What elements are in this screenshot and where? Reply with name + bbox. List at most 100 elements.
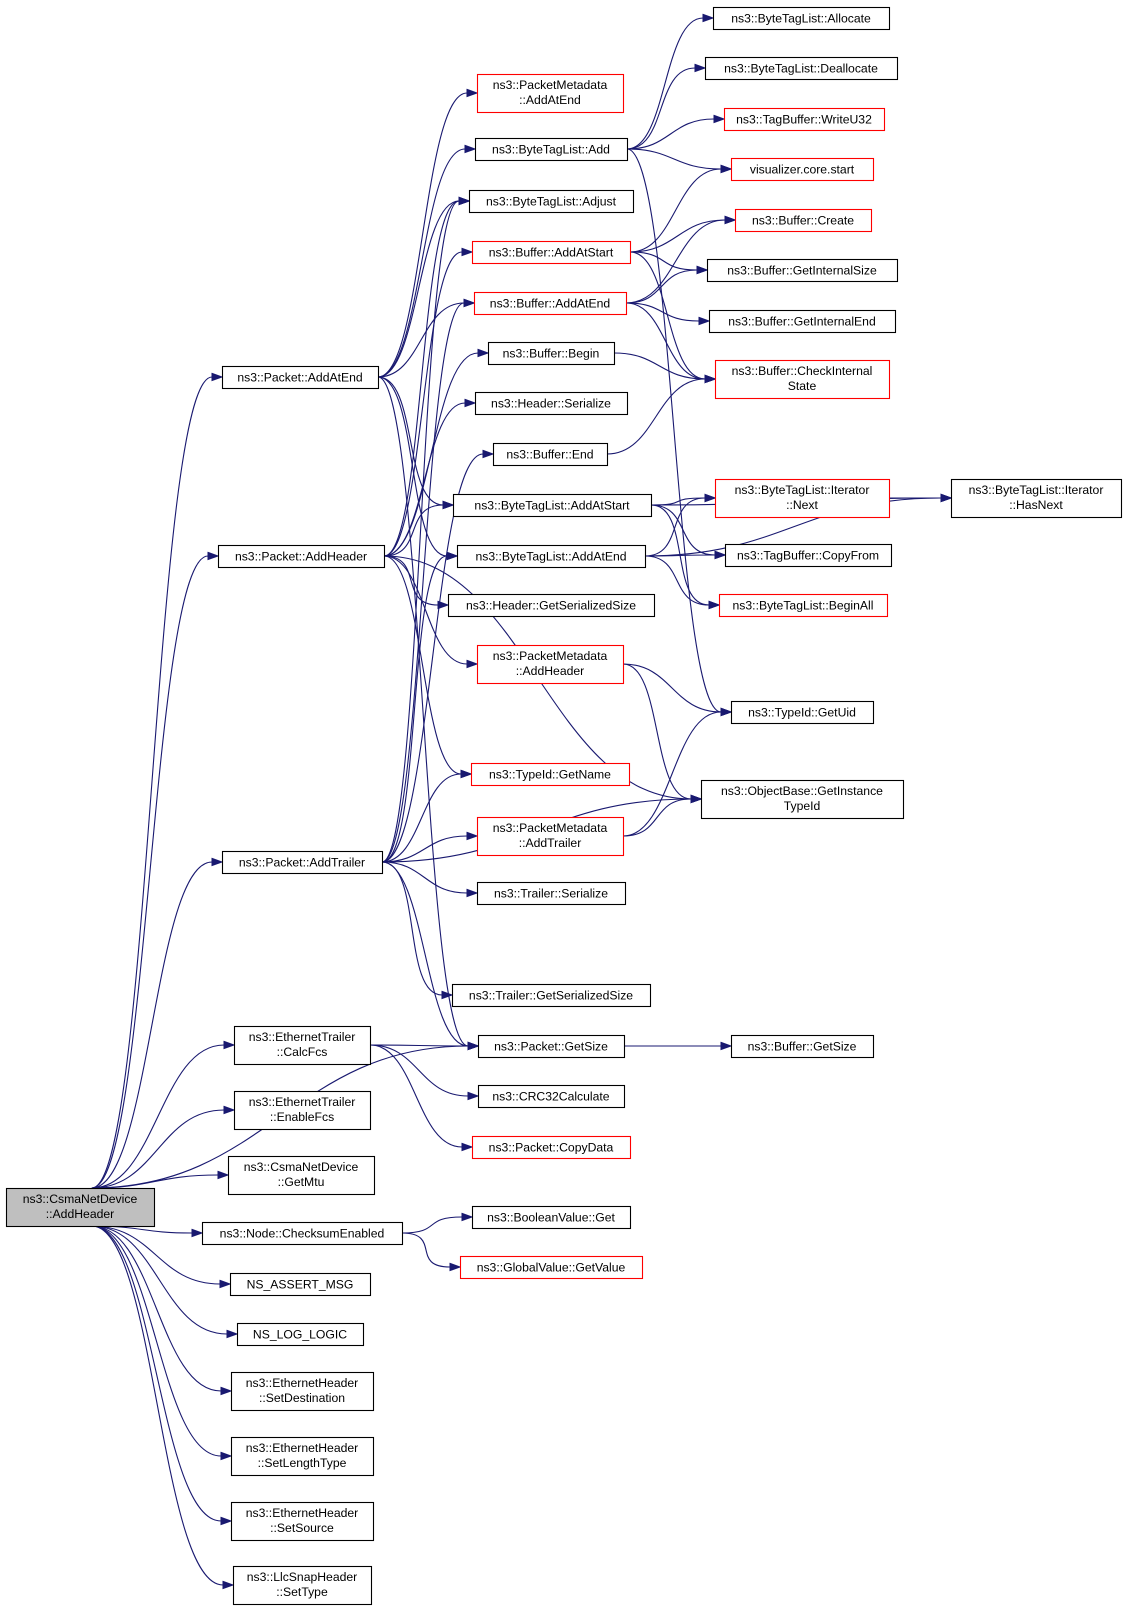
node-ethh-setlen[interactable]: ns3::EthernetHeader::SetLengthType xyxy=(230,1436,375,1477)
node-root[interactable]: ns3::CsmaNetDevice::AddHeader xyxy=(5,1187,156,1228)
node-label: ns3::TagBuffer::WriteU32 xyxy=(736,113,872,127)
node-btli-hasnext[interactable]: ns3::ByteTagList::Iterator::HasNext xyxy=(950,478,1123,519)
call-edge xyxy=(369,1044,474,1152)
node-label: ns3::ByteTagList::Adjust xyxy=(486,195,617,209)
node-label: ::CalcFcs xyxy=(277,1045,328,1059)
node-pm-addheader[interactable]: ns3::PacketMetadata::AddHeader xyxy=(476,644,625,685)
node-label: visualizer.core.start xyxy=(750,163,855,177)
node-tb-writeu32[interactable]: ns3::TagBuffer::WriteU32 xyxy=(723,107,886,132)
call-edge xyxy=(377,88,479,378)
node-bool-get[interactable]: ns3::BooleanValue::Get xyxy=(471,1205,632,1230)
node-buf-addatstart[interactable]: ns3::Buffer::AddAtStart xyxy=(471,240,632,265)
node-pm-addtrailer[interactable]: ns3::PacketMetadata::AddTrailer xyxy=(476,816,625,857)
node-gv-getvalue[interactable]: ns3::GlobalValue::GetValue xyxy=(459,1255,644,1280)
node-label: ns3::GlobalValue::GetValue xyxy=(477,1261,626,1275)
node-csma-getmtu[interactable]: ns3::CsmaNetDevice::GetMtu xyxy=(227,1155,376,1196)
node-hdr-serialize[interactable]: ns3::Header::Serialize xyxy=(474,391,629,416)
node-buf-addatend[interactable]: ns3::Buffer::AddAtEnd xyxy=(473,291,628,316)
call-edge xyxy=(381,831,479,863)
node-label: ns3::Buffer::Begin xyxy=(503,347,600,361)
node-label: ns3::Trailer::GetSerializedSize xyxy=(469,989,633,1003)
node-btl-addatstart[interactable]: ns3::ByteTagList::AddAtStart xyxy=(452,493,653,518)
node-node-checksum[interactable]: ns3::Node::ChecksumEnabled xyxy=(201,1221,404,1246)
node-pkt-copydata[interactable]: ns3::Packet::CopyData xyxy=(471,1135,632,1160)
node-ethh-setdest[interactable]: ns3::EthernetHeader::SetDestination xyxy=(230,1371,375,1412)
node-buf-end[interactable]: ns3::Buffer::End xyxy=(492,442,609,467)
node-label: NS_LOG_LOGIC xyxy=(253,1328,347,1342)
call-edge xyxy=(381,861,479,898)
node-typeid-getuid[interactable]: ns3::TypeId::GetUid xyxy=(730,700,875,725)
node-btl-deallocate[interactable]: ns3::ByteTagList::Deallocate xyxy=(704,56,899,81)
call-edge xyxy=(889,493,953,503)
node-btl-allocate[interactable]: ns3::ByteTagList::Allocate xyxy=(712,6,891,31)
call-edge xyxy=(381,861,454,1000)
call-edge xyxy=(626,114,726,150)
node-label: ::AddHeader xyxy=(516,664,584,678)
node-label: ns3::PacketMetadata xyxy=(493,821,608,835)
node-label: NS_ASSERT_MSG xyxy=(247,1278,354,1292)
node-buf-getintsize[interactable]: ns3::Buffer::GetInternalSize xyxy=(706,258,899,283)
node-label: ns3::EthernetHeader xyxy=(246,1441,358,1455)
node-trl-getsersize[interactable]: ns3::Trailer::GetSerializedSize xyxy=(451,983,652,1008)
call-edge xyxy=(381,298,476,863)
node-ns-assert[interactable]: NS_ASSERT_MSG xyxy=(229,1272,372,1297)
node-ns-log[interactable]: NS_LOG_LOGIC xyxy=(236,1322,365,1347)
node-tb-copyfrom[interactable]: ns3::TagBuffer::CopyFrom xyxy=(724,543,893,568)
node-llc-settype[interactable]: ns3::LlcSnapHeader::SetType xyxy=(232,1565,373,1606)
node-btl-adjust[interactable]: ns3::ByteTagList::Adjust xyxy=(468,189,635,214)
node-label: ns3::LlcSnapHeader xyxy=(247,1570,357,1584)
node-vis-start[interactable]: visualizer.core.start xyxy=(730,157,875,182)
node-pm-addatend[interactable]: ns3::PacketMetadata::AddAtEnd xyxy=(476,73,625,114)
node-label: ns3::TypeId::GetName xyxy=(489,768,611,782)
node-btl-addatend[interactable]: ns3::ByteTagList::AddAtEnd xyxy=(456,544,647,569)
call-edges xyxy=(91,13,953,1590)
call-edge xyxy=(644,555,721,610)
node-label: ns3::TagBuffer::CopyFrom xyxy=(737,549,879,563)
node-label: ns3::Header::GetSerializedSize xyxy=(466,599,636,613)
node-buf-getsize[interactable]: ns3::Buffer::GetSize xyxy=(730,1034,875,1059)
node-ethh-setsrc[interactable]: ns3::EthernetHeader::SetSource xyxy=(230,1501,375,1542)
node-label: TypeId xyxy=(784,799,821,813)
node-btli-next[interactable]: ns3::ByteTagList::Iterator::Next xyxy=(714,478,891,519)
node-label: ns3::BooleanValue::Get xyxy=(487,1211,615,1225)
node-pkt-addheader[interactable]: ns3::Packet::AddHeader xyxy=(217,544,386,569)
call-edge xyxy=(91,1225,233,1461)
node-eth-enablefcs[interactable]: ns3::EthernetTrailer::EnableFcs xyxy=(233,1090,372,1131)
node-label: ::Next xyxy=(786,498,818,512)
node-pkt-getsize[interactable]: ns3::Packet::GetSize xyxy=(477,1034,626,1059)
node-buf-begin[interactable]: ns3::Buffer::Begin xyxy=(487,341,616,366)
call-edge xyxy=(91,857,224,1189)
node-label: ns3::Header::Serialize xyxy=(491,397,611,411)
node-label: ns3::Buffer::GetInternalEnd xyxy=(728,315,875,329)
call-edge xyxy=(91,1040,236,1189)
call-edge xyxy=(625,302,717,384)
node-label: ns3::ByteTagList::Deallocate xyxy=(724,62,878,76)
node-label: ns3::CsmaNetDevice xyxy=(244,1160,359,1174)
call-edge xyxy=(383,500,455,557)
node-btl-beginall[interactable]: ns3::ByteTagList::BeginAll xyxy=(718,593,889,618)
node-label: ns3::EthernetHeader xyxy=(246,1506,358,1520)
node-btl-add[interactable]: ns3::ByteTagList::Add xyxy=(474,137,629,162)
node-hdr-getsersize[interactable]: ns3::Header::GetSerializedSize xyxy=(447,593,656,618)
call-edge xyxy=(383,555,473,779)
node-typeid-getname[interactable]: ns3::TypeId::GetName xyxy=(470,762,631,787)
call-edge xyxy=(91,551,220,1189)
node-buf-create[interactable]: ns3::Buffer::Create xyxy=(734,208,873,233)
call-edge xyxy=(626,13,715,150)
node-label: ns3::ByteTagList::Iterator xyxy=(969,483,1104,497)
node-label: ns3::EthernetTrailer xyxy=(249,1030,356,1044)
call-edge xyxy=(381,196,471,863)
node-label: ns3::Buffer::AddAtEnd xyxy=(490,297,610,311)
node-label: ns3::PacketMetadata xyxy=(493,649,608,663)
node-eth-calcfcs[interactable]: ns3::EthernetTrailer::CalcFcs xyxy=(233,1025,372,1066)
node-buf-getintend[interactable]: ns3::Buffer::GetInternalEnd xyxy=(708,309,897,334)
node-crc32[interactable]: ns3::CRC32Calculate xyxy=(477,1084,626,1109)
node-label: ns3::ByteTagList::AddAtStart xyxy=(474,499,630,513)
node-trl-serialize[interactable]: ns3::Trailer::Serialize xyxy=(476,881,627,906)
node-label: ns3::Trailer::Serialize xyxy=(494,887,608,901)
node-pkt-addatend[interactable]: ns3::Packet::AddAtEnd xyxy=(221,365,380,390)
node-pkt-addtrailer[interactable]: ns3::Packet::AddTrailer xyxy=(221,850,384,875)
node-label: ns3::PacketMetadata xyxy=(493,78,608,92)
